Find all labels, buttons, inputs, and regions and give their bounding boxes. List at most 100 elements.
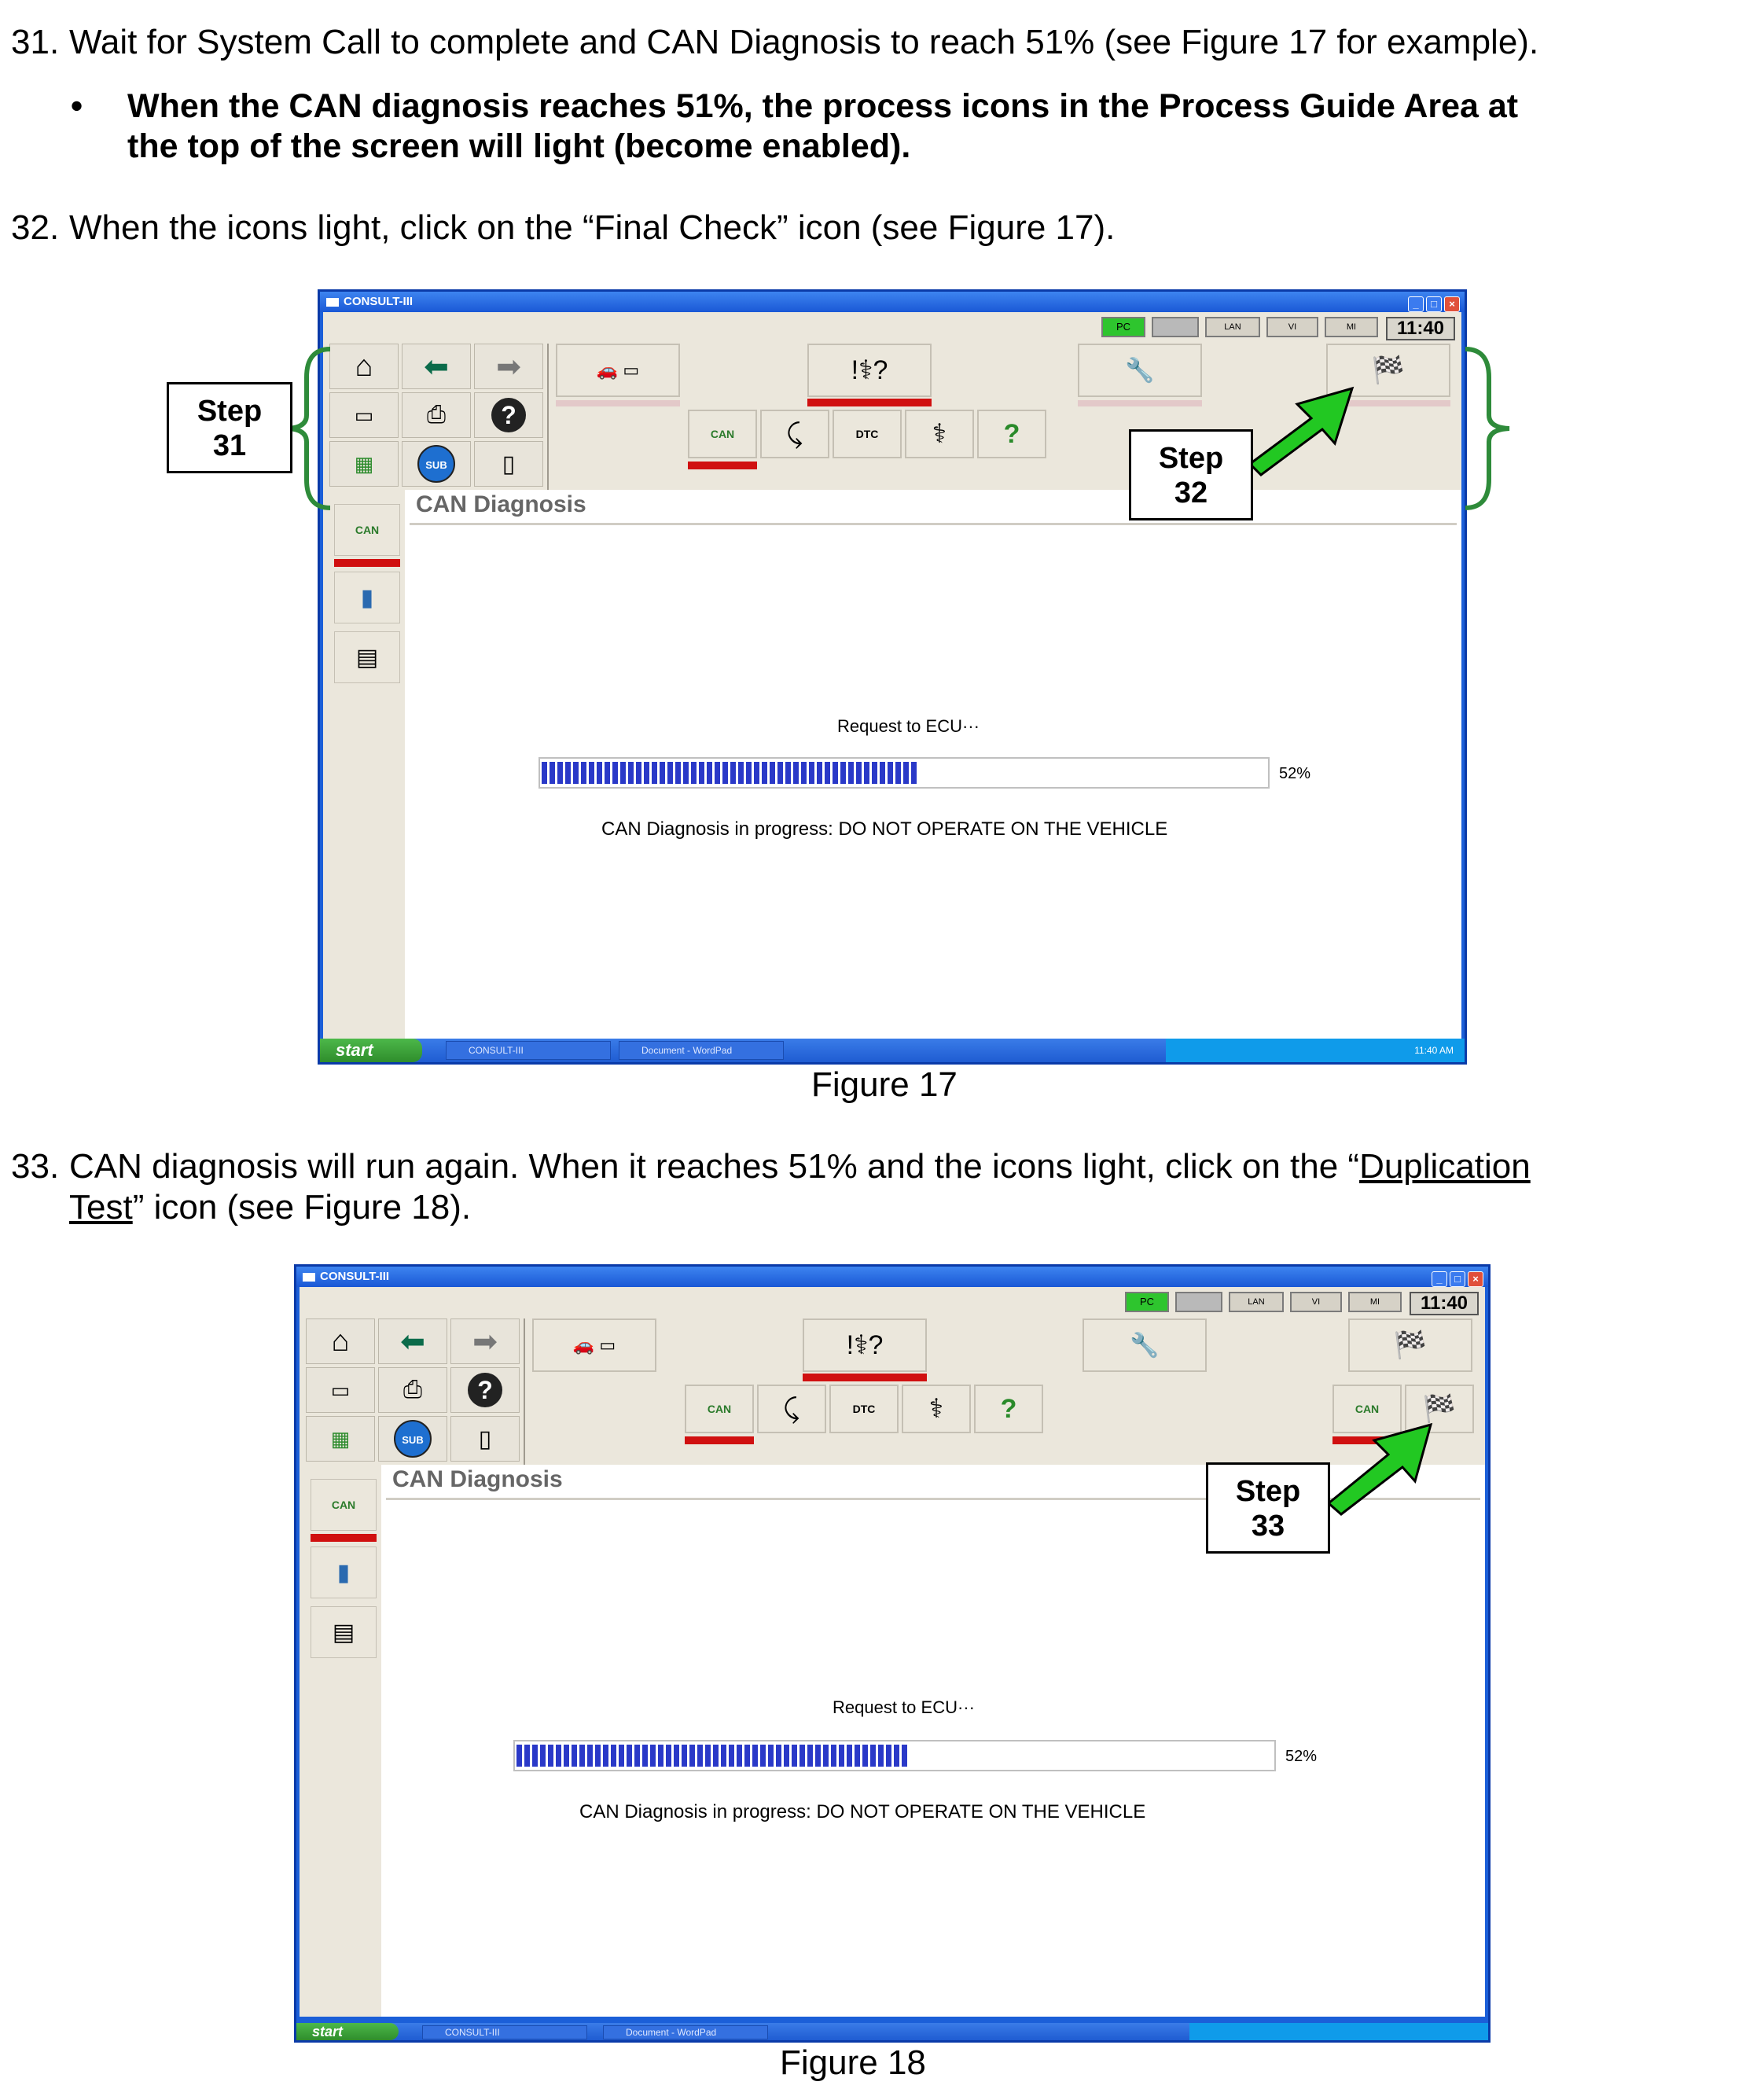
step-32-brace	[1465, 347, 1510, 510]
help-diagnosis-icon[interactable]: ?	[974, 1385, 1043, 1433]
vi-device-icon[interactable]: ▯	[450, 1416, 520, 1462]
progress-percent: 52%	[1279, 765, 1311, 782]
home-icon[interactable]: ⌂	[306, 1318, 375, 1364]
can-active-bar	[685, 1436, 754, 1444]
progress-percent: 52%	[1285, 1748, 1318, 1765]
clock: 11:40	[1410, 1292, 1479, 1315]
can-active-bar	[688, 462, 757, 469]
diagnosis-icon[interactable]: !⚕?	[803, 1318, 927, 1372]
data-monitor-icon[interactable]: ⚕	[902, 1385, 971, 1433]
help-icon[interactable]: ?	[474, 392, 543, 438]
vehicle-selection-icon[interactable]: 🚗 ▭	[532, 1318, 656, 1372]
screen-capture-icon[interactable]: ▭	[329, 392, 399, 438]
sub-mode-icon[interactable]: SUB	[402, 441, 471, 487]
callout-line-1: Step	[1158, 442, 1224, 475]
taskbar-item-wordpad[interactable]: Document - WordPad	[603, 2025, 768, 2039]
printer-icon[interactable]: ⎙	[402, 392, 471, 438]
step-32-callout: Step 32	[1129, 429, 1253, 520]
left-sidebar: CAN ▮ ▤	[326, 490, 405, 1039]
printer-icon[interactable]: ⎙	[378, 1367, 447, 1413]
back-icon[interactable]: ⬅	[378, 1318, 447, 1364]
duplication-active-bar	[1332, 1436, 1402, 1444]
taskbar-item-consult[interactable]: CONSULT-III	[446, 1041, 611, 1060]
taskbar-item-consult[interactable]: CONSULT-III	[422, 2025, 587, 2039]
back-icon[interactable]: ⬅	[402, 344, 471, 389]
settings-icon[interactable]: ▦	[306, 1416, 375, 1462]
step-31-callout: Step 31	[167, 382, 292, 473]
content-rule	[410, 523, 1457, 525]
repair-bar	[1078, 400, 1202, 406]
settings-icon[interactable]: ▦	[329, 441, 399, 487]
data-monitor-icon[interactable]: ⚕	[905, 410, 974, 458]
help-glyph: ?	[468, 1373, 502, 1407]
pc-status-icon: PC	[1101, 317, 1145, 337]
maximize-icon[interactable]: □	[1426, 296, 1442, 312]
sub-glyph: SUB	[417, 445, 455, 483]
screen-capture-icon[interactable]: ▭	[306, 1367, 375, 1413]
callout-line-1: Step	[197, 395, 263, 428]
window-titlebar: CONSULT-III _□×	[320, 292, 1465, 312]
home-icon[interactable]: ⌂	[329, 344, 399, 389]
sub-mode-icon[interactable]: SUB	[378, 1416, 447, 1462]
sidebar-ecu-icon[interactable]: ▮	[334, 572, 400, 623]
start-button[interactable]: start	[320, 1039, 422, 1062]
step-33: 33.CAN diagnosis will run again. When it…	[11, 1146, 1531, 1187]
sidebar-ecu-icon[interactable]: ▮	[311, 1546, 377, 1598]
toolbar-separator	[547, 344, 549, 490]
forward-icon[interactable]: ➡	[474, 344, 543, 389]
forward-icon[interactable]: ➡	[450, 1318, 520, 1364]
system-call-icon[interactable]: ⤹	[757, 1385, 826, 1433]
start-button[interactable]: start	[296, 2023, 399, 2040]
step-text: When the icons light, click on the “Fina…	[69, 208, 1116, 247]
maximize-icon[interactable]: □	[1450, 1271, 1465, 1287]
final-check-icon[interactable]: 🏁	[1326, 344, 1450, 397]
help-glyph: ?	[491, 398, 526, 432]
sidebar-list-icon[interactable]: ▤	[311, 1606, 377, 1658]
progress-bar	[513, 1740, 1276, 1771]
vi-device-icon[interactable]: ▯	[474, 441, 543, 487]
content-title: CAN Diagnosis	[416, 491, 586, 517]
step-number: 31.	[11, 23, 60, 61]
can-diagnosis-icon[interactable]: CAN	[688, 410, 757, 458]
mi-status-icon: MI	[1325, 317, 1378, 337]
diagnosis-icon[interactable]: !⚕?	[807, 344, 932, 397]
sidebar-list-icon[interactable]: ▤	[334, 631, 400, 683]
close-icon[interactable]: ×	[1468, 1271, 1483, 1287]
help-diagnosis-icon[interactable]: ?	[977, 410, 1046, 458]
dtc-icon[interactable]: DTC	[833, 410, 902, 458]
step-32: 32.When the icons light, click on the “F…	[11, 208, 1115, 248]
step-32-arrow	[1248, 386, 1355, 476]
step-33-arrow	[1326, 1422, 1433, 1516]
minimize-icon[interactable]: _	[1432, 1271, 1447, 1287]
duplication-can-icon[interactable]: CAN	[1332, 1385, 1402, 1433]
system-call-icon[interactable]: ⤹	[760, 410, 829, 458]
content-title: CAN Diagnosis	[392, 1466, 563, 1492]
duplication-link[interactable]: Duplication	[1359, 1147, 1531, 1186]
window-buttons: _□×	[1429, 1269, 1483, 1287]
step-number: 33.	[11, 1147, 60, 1186]
help-icon[interactable]: ?	[450, 1367, 520, 1413]
vehicle-selection-icon[interactable]: 🚗 ▭	[556, 344, 680, 397]
minimize-icon[interactable]: _	[1408, 296, 1424, 312]
final-check-icon[interactable]: 🏁	[1348, 1318, 1472, 1372]
system-tray	[1189, 2023, 1488, 2040]
sidebar-can-icon[interactable]: CAN	[311, 1479, 377, 1531]
system-tray: 11:40 AM	[1166, 1039, 1465, 1062]
vi-status-icon: VI	[1290, 1292, 1342, 1312]
duplication-test-icon[interactable]: 🏁	[1405, 1385, 1474, 1433]
repair-wrench-icon[interactable]: 🔧	[1083, 1318, 1207, 1372]
content-panel: CAN Diagnosis Request to ECU··· 52% CAN …	[381, 1465, 1485, 2017]
repair-wrench-icon[interactable]: 🔧	[1078, 344, 1202, 397]
test-link[interactable]: Test	[69, 1188, 133, 1227]
dtc-icon[interactable]: DTC	[829, 1385, 899, 1433]
close-icon[interactable]: ×	[1444, 296, 1460, 312]
vehicle-selection-bar	[556, 400, 680, 406]
taskbar-item-wordpad[interactable]: Document - WordPad	[619, 1041, 784, 1060]
warning-text: CAN Diagnosis in progress: DO NOT OPERAT…	[601, 818, 1168, 840]
callout-line-2: 32	[1174, 476, 1208, 509]
can-diagnosis-icon[interactable]: CAN	[685, 1385, 754, 1433]
sidebar-can-icon[interactable]: CAN	[334, 504, 400, 556]
